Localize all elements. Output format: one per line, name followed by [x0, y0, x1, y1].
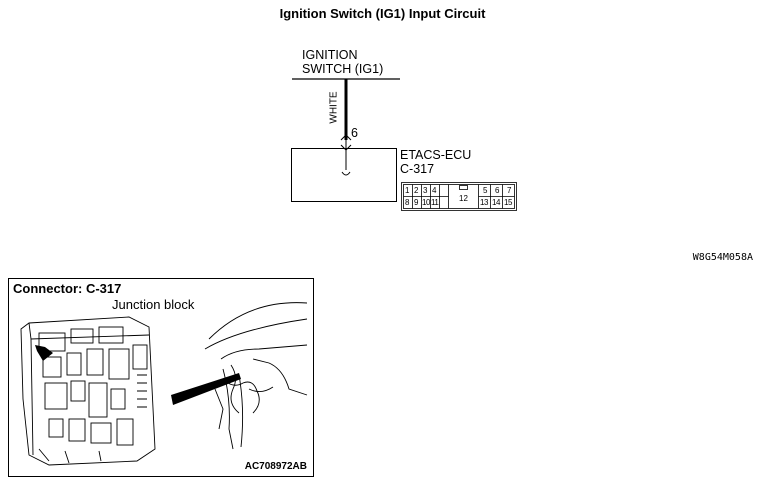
pin-label: 13 [480, 198, 488, 207]
location-panel-subtitle: Junction block [112, 297, 195, 312]
ecu-name-label: ETACS-ECU [400, 148, 472, 162]
pin-label: 15 [504, 198, 512, 207]
connector-location-panel: Connector: C-317 Junction block AC708972… [8, 278, 314, 477]
figure-code: W8G54M058A [692, 252, 753, 263]
pin-label: 2 [414, 186, 419, 195]
junction-block-illustration [20, 302, 308, 466]
pin-label: 3 [423, 186, 428, 195]
wire-pin-number: 6 [351, 126, 358, 140]
ecu-box [291, 148, 397, 202]
pin-label-center: 12 [459, 194, 468, 203]
diagram-title: Ignition Switch (IG1) Input Circuit [279, 6, 486, 21]
pin-label: 14 [492, 198, 500, 207]
connector-chevron-upper [340, 134, 352, 141]
location-arrow-icon [35, 345, 53, 361]
location-leader-icon [171, 373, 241, 405]
pin-label: 5 [483, 186, 488, 195]
pin-label: 8 [405, 198, 410, 207]
pin-label: 9 [414, 198, 419, 207]
ignition-switch-label-line1: IGNITION [302, 48, 358, 62]
pin-label: 7 [507, 186, 512, 195]
ecu-connector-label: C-317 [400, 162, 435, 176]
pin-label: 4 [432, 186, 437, 195]
connector-outline [401, 182, 517, 211]
pin-label: 11 [431, 198, 439, 207]
location-panel-ref-code: AC708972AB [244, 461, 307, 472]
ignition-switch-label-line2: SWITCH (IG1) [302, 62, 384, 76]
connector-chevron-lower [340, 144, 352, 151]
connector-face [401, 182, 517, 211]
location-panel-title: Connector: C-317 [13, 281, 122, 296]
pin-label: 1 [405, 186, 410, 195]
connector-pin-grid: 1 2 3 4 5 6 7 8 9 10 11 13 14 15 12 [403, 185, 515, 209]
pin-label: 6 [495, 186, 500, 195]
pin-label: 10 [422, 198, 430, 207]
ecu-terminal-mark [341, 171, 351, 176]
